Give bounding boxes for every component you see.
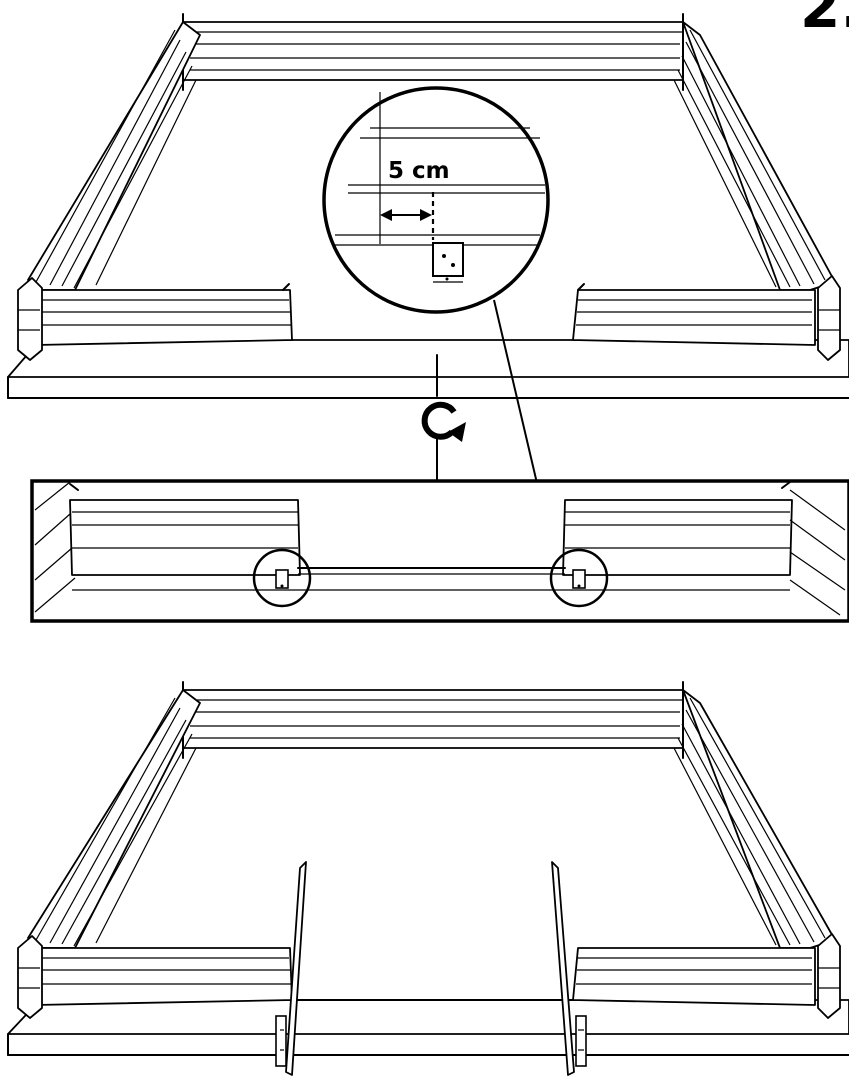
divider-plate-left (275, 861, 307, 1076)
front-left-wall-top (34, 283, 293, 346)
corner-bracket-left-bottom (17, 935, 43, 1019)
left-wall-top (27, 21, 201, 291)
front-left-wall-bottom (34, 947, 293, 1006)
detail-view-box (30, 479, 849, 623)
raised-bed-bottom (7, 681, 849, 1076)
front-right-wall-bottom (572, 947, 816, 1006)
mounting-bracket-detail (432, 242, 464, 283)
divider-plate-right (551, 861, 587, 1076)
detail-magnifier: 5 cm (322, 86, 550, 314)
gap-dimension-label: 5 cm (388, 158, 450, 184)
back-wall-bottom (182, 681, 684, 759)
front-right-wall-top (572, 283, 816, 346)
base-plate-top (7, 339, 849, 399)
corner-bracket-left-top (17, 277, 43, 361)
bracket-circle-left (252, 548, 312, 608)
double-arrow-icon (380, 209, 432, 221)
base-plate-bottom (7, 999, 849, 1056)
right-wall-top (673, 21, 836, 291)
step-number: 2. (800, 0, 849, 41)
left-wall-bottom (27, 689, 201, 949)
right-wall-bottom (673, 689, 836, 949)
bracket-circle-right (549, 548, 609, 608)
raised-bed-top (7, 13, 849, 399)
corner-bracket-right-bottom (817, 933, 841, 1019)
corner-bracket-right-top (817, 275, 841, 361)
rotate-arrow-icon (421, 354, 466, 481)
back-wall-top (182, 13, 684, 91)
